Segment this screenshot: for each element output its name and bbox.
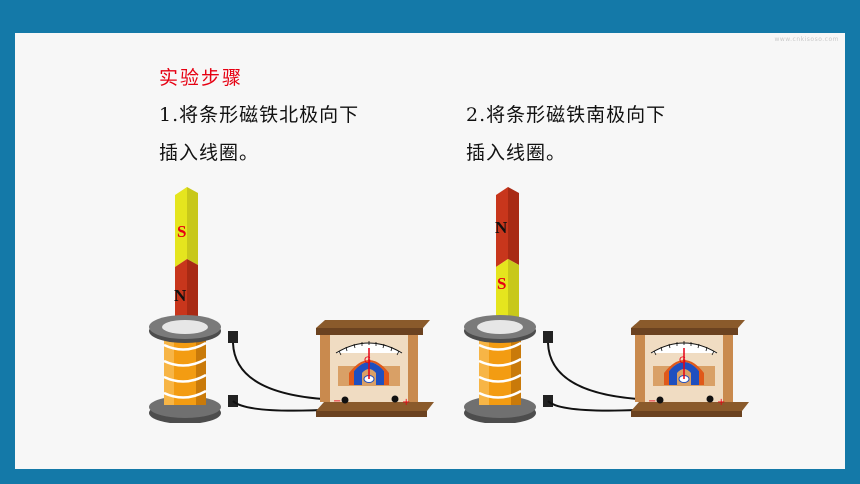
meter-terminal-negative xyxy=(656,396,664,404)
step-2-line-2: 插入线圈。 xyxy=(466,142,567,164)
coil-terminal-top-icon xyxy=(228,331,238,343)
meter-plus-label: + xyxy=(717,397,725,408)
step-1-line-1: 1.将条形磁铁北极向下 xyxy=(159,104,360,126)
meter-minus-label: − xyxy=(333,396,341,407)
meter-minus-label: − xyxy=(648,396,656,407)
meter-needle-letter: G xyxy=(364,356,371,366)
step-2-line-1: 2.将条形磁铁南极向下 xyxy=(466,104,667,126)
coil xyxy=(464,315,553,423)
experiment-steps-heading: 实验步骤 xyxy=(159,67,244,89)
apparatus-2: N S xyxy=(455,183,755,423)
apparatus-1: S N xyxy=(140,183,440,423)
slide: www.cnkisoso.com 实验步骤 1.将条形磁铁北极向下 插入线圈。 … xyxy=(15,33,845,469)
meter-plus-label: + xyxy=(402,397,410,408)
coil xyxy=(149,315,238,423)
meter-terminal-positive xyxy=(391,395,399,403)
watermark: www.cnkisoso.com xyxy=(774,36,839,43)
magnet-bottom-pole-label: N xyxy=(174,286,187,305)
galvanometer: G − + xyxy=(631,320,749,417)
magnet-top-pole-label: S xyxy=(177,222,186,241)
step-2-text: 2.将条形磁铁南极向下 插入线圈。 xyxy=(466,96,666,172)
galvanometer: G − + xyxy=(316,320,434,417)
magnet-bottom-pole-label: S xyxy=(497,274,506,293)
step-1-line-2: 插入线圈。 xyxy=(159,142,260,164)
meter-terminal-negative xyxy=(341,396,349,404)
step-1-text: 1.将条形磁铁北极向下 插入线圈。 xyxy=(159,96,359,172)
magnet-top-pole-label: N xyxy=(495,218,508,237)
meter-terminal-positive xyxy=(706,395,714,403)
coil-terminal-top-icon xyxy=(543,331,553,343)
meter-needle-letter: G xyxy=(679,356,686,366)
